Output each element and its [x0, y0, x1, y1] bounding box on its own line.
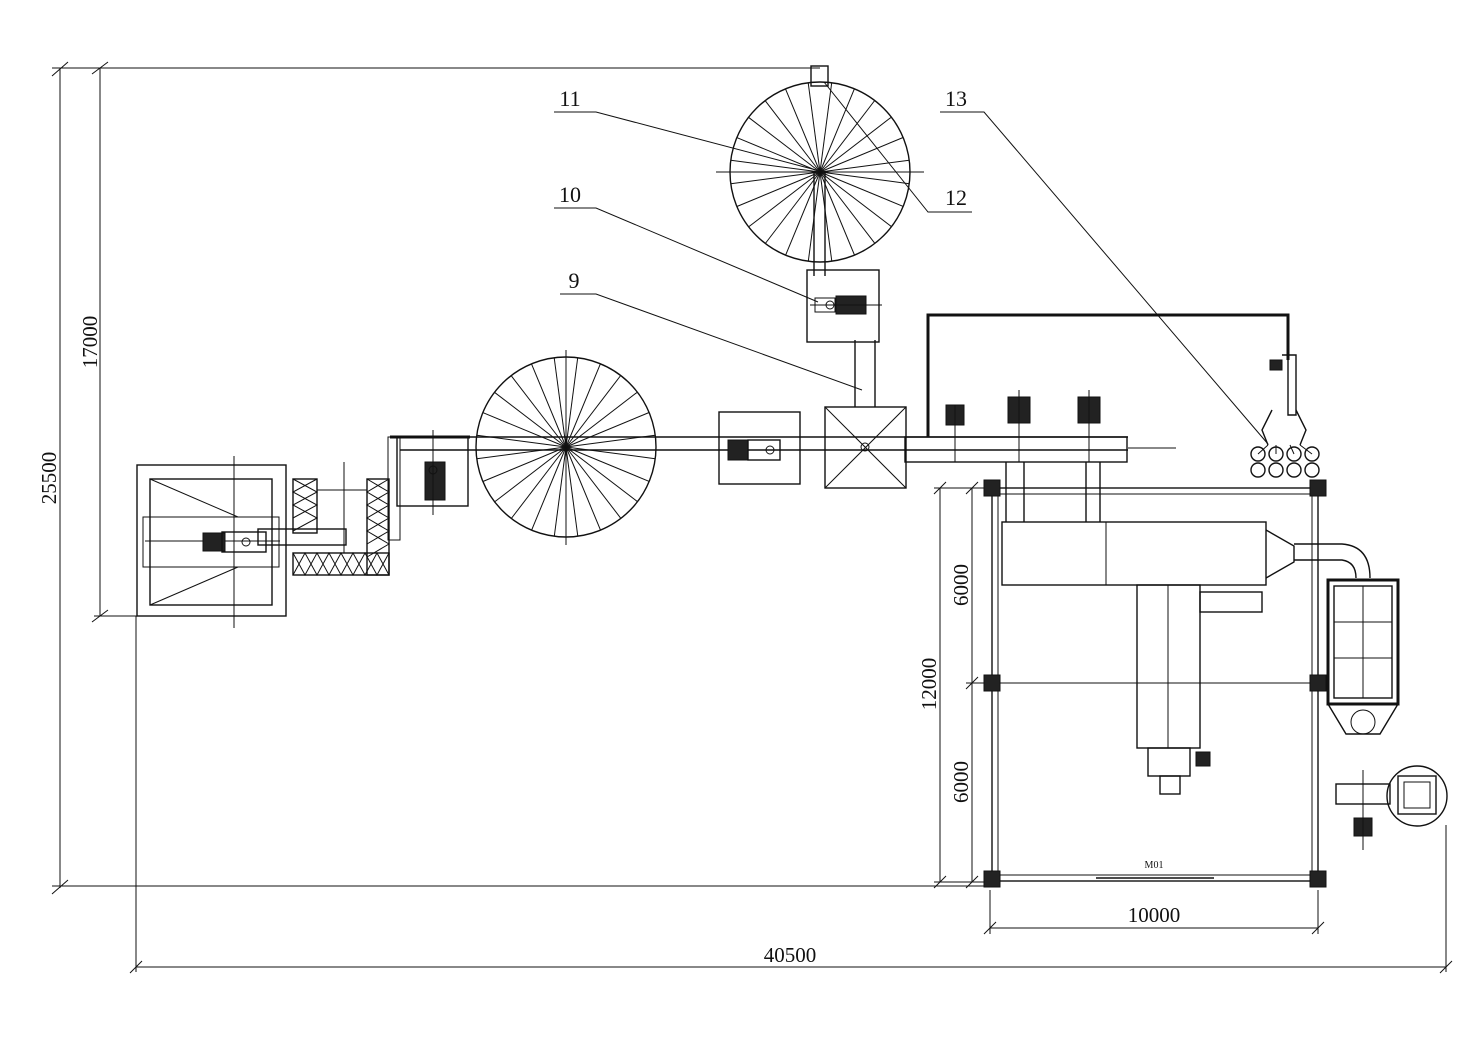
wheel-spoke [494, 446, 567, 503]
wheel-spoke [764, 100, 821, 173]
wheel-spoke [531, 446, 567, 531]
wheel-spoke [730, 159, 821, 173]
wheel-spoke [736, 171, 821, 207]
wheel-spoke [748, 116, 821, 173]
bag-filter [1326, 578, 1400, 735]
lower-disc-wheel [475, 350, 657, 545]
wheel-spoke [510, 446, 567, 519]
wheel-spoke [819, 171, 855, 256]
wheel-spoke [510, 375, 567, 448]
wheel-spoke [476, 434, 567, 448]
wheel-spoke [807, 82, 821, 173]
transfer-box [387, 430, 470, 541]
callout-9: 9 [569, 268, 580, 293]
callout-13: 13 [945, 86, 967, 111]
wheel-spoke [819, 171, 876, 244]
wheel-spoke [819, 82, 833, 173]
feed-hopper [136, 456, 287, 628]
rotary-dryer [1001, 462, 1371, 795]
building-frame: M01 [983, 479, 1327, 888]
wheel-spoke [819, 116, 892, 173]
wheel-spoke [785, 88, 821, 173]
dim-overall-height: 25500 [37, 452, 61, 505]
wheel-spoke [565, 434, 656, 448]
first-conveyor [257, 462, 390, 577]
wheel-spoke [819, 159, 910, 173]
shaft-motors [945, 390, 1101, 462]
wheel-spoke [482, 446, 567, 482]
dim-building-height: 12000 [917, 658, 941, 711]
callout-11: 11 [559, 86, 580, 111]
exhaust-fan [1335, 765, 1448, 850]
wheel-spoke [748, 171, 821, 228]
wheel-spoke [565, 412, 650, 448]
callout-10: 10 [559, 182, 581, 207]
wheel-spoke [565, 446, 650, 482]
building-tag: M01 [1145, 860, 1164, 871]
upper-gearbox [806, 269, 882, 343]
wheel-spoke [531, 363, 567, 448]
wheel-spoke [565, 446, 622, 519]
wheel-spoke [494, 391, 567, 448]
wheel-spoke [565, 446, 656, 460]
wheel-spoke [553, 446, 567, 537]
callout-leaders [554, 81, 1269, 445]
wheel-spoke [565, 446, 579, 537]
wheel-spoke [819, 100, 876, 173]
wheel-spoke [476, 446, 567, 460]
process-pipe [926, 313, 1307, 446]
wheel-spoke [785, 171, 821, 256]
wheel-spoke [819, 171, 833, 262]
bag-ring-cluster [1250, 444, 1320, 478]
wheel-spoke [565, 363, 601, 448]
wheel-spoke [553, 357, 567, 448]
wheel-spoke [819, 137, 904, 173]
dim-bay-upper: 6000 [949, 564, 973, 606]
dim-bay-lower: 6000 [949, 761, 973, 803]
wheel-spoke [565, 446, 638, 503]
wheel-spoke [565, 446, 601, 531]
dim-building-width: 10000 [1128, 903, 1181, 927]
dimension-lines [51, 61, 1453, 974]
wheel-spoke [730, 171, 821, 185]
wheel-spoke [736, 137, 821, 173]
wheel-spoke [565, 375, 622, 448]
junction-box [824, 340, 907, 489]
dim-upper-height: 17000 [78, 316, 102, 369]
wheel-spoke [565, 357, 579, 448]
callout-labels: 11 10 9 12 13 [559, 86, 967, 293]
main-shaft [400, 436, 1176, 463]
middle-drive-box [718, 411, 801, 485]
dim-overall-width: 40500 [764, 943, 817, 967]
wheel-spoke [819, 171, 904, 207]
upper-disc-wheel [716, 65, 924, 276]
dimension-texts: 25500 17000 40500 12000 6000 6000 10000 [37, 316, 1180, 967]
wheel-spoke [819, 171, 910, 185]
wheel-spoke [819, 88, 855, 173]
wheel-spoke [807, 171, 821, 262]
wheel-spoke [482, 412, 567, 448]
callout-12: 12 [945, 185, 967, 210]
wheel-spoke [819, 171, 892, 228]
wheel-spoke [764, 171, 821, 244]
wheel-spoke [565, 391, 638, 448]
